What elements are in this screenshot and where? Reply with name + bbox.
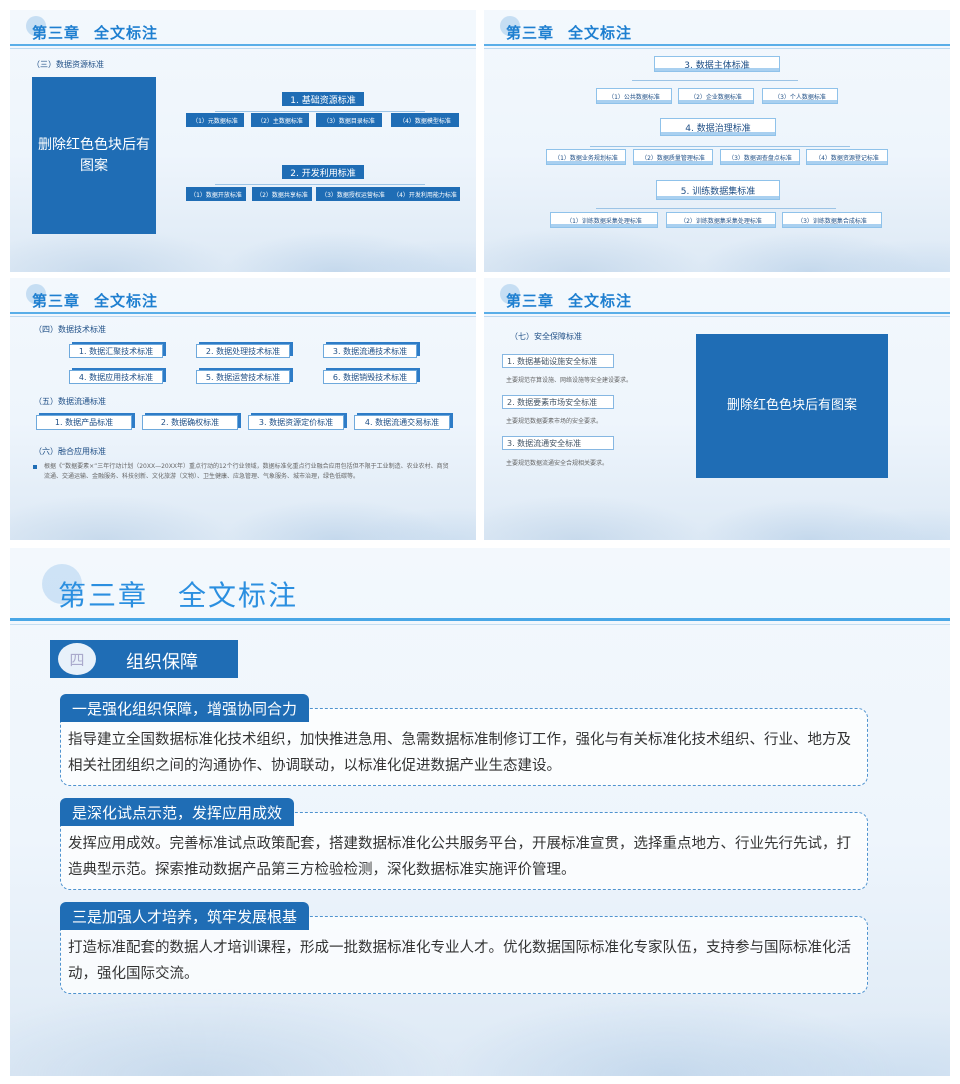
connector-line — [215, 184, 425, 185]
tech-standard-item: 1. 数据汇聚技术标准 — [69, 344, 163, 358]
standard-item: （3）数据目录标准 — [316, 113, 382, 127]
measure-tag: 是深化试点示范，发挥应用成效 — [60, 798, 295, 826]
title-underline — [484, 44, 950, 46]
connector-line — [215, 111, 425, 112]
title-underline — [10, 44, 476, 46]
section-heading: （五）数据流通标准 — [34, 397, 106, 406]
title-underline-thin — [10, 624, 950, 625]
security-note: 主要规范数据流通安全合规相关要求。 — [506, 460, 609, 467]
bullet-square — [33, 465, 37, 469]
slide-title: 第三章全文标注 — [506, 292, 633, 310]
security-note: 主要规范数据要素市场的安全要求。 — [506, 418, 603, 425]
security-note: 主要规范存算设施、网络设施等安全建设要求。 — [506, 377, 633, 384]
standard-item: （3）数据授权运营标准 — [316, 187, 390, 201]
section-heading: （七）安全保障标准 — [510, 332, 582, 341]
standard-item: （2）主数据标准 — [251, 113, 309, 127]
image-placeholder[interactable]: 删除红色色块后有图案 — [32, 77, 156, 234]
fusion-paragraph: 根据《“数据要素×”三年行动计划（20XX—20XX年）重点行动的12个行业领域… — [44, 463, 449, 481]
section-heading: （六）融合应用标准 — [34, 447, 106, 456]
flow-standard-item: 2. 数据确权标准 — [142, 415, 238, 430]
tech-standard-item: 6. 数据销毁技术标准 — [323, 370, 417, 384]
title-underline — [10, 618, 950, 621]
title-underline-thin — [484, 48, 950, 49]
slide-data-resource: 第三章全文标注 （三）数据资源标准 删除红色色块后有图案 1. 基础资源标准 （… — [10, 10, 476, 272]
group-title: 3. 数据主体标准 — [654, 56, 780, 72]
group-title: 5. 训练数据集标准 — [656, 180, 780, 200]
title-decoration — [26, 16, 46, 36]
flow-standard-item: 3. 数据资源定价标准 — [248, 415, 344, 430]
title-decoration — [500, 16, 520, 36]
tech-standard-item: 2. 数据处理技术标准 — [196, 344, 290, 358]
connector-line — [590, 146, 850, 147]
flow-standard-item: 4. 数据流通交易标准 — [354, 415, 450, 430]
title-underline-thin — [10, 316, 476, 317]
connector-line — [632, 80, 798, 81]
group-title: 1. 基础资源标准 — [282, 92, 364, 106]
measure-tag: 一是强化组织保障，增强协同合力 — [60, 694, 310, 722]
security-standard-item: 1. 数据基础设施安全标准 — [502, 354, 614, 368]
tech-standard-item: 3. 数据流通技术标准 — [323, 344, 417, 358]
tech-standard-item: 4. 数据应用技术标准 — [69, 370, 163, 384]
standard-item: （2）企业数据标准 — [678, 88, 754, 104]
slide-security: 第三章全文标注 （七）安全保障标准 1. 数据基础设施安全标准 主要规范存算设施… — [484, 278, 950, 540]
tech-standard-item: 5. 数据运营技术标准 — [196, 370, 290, 384]
title-underline — [484, 312, 950, 314]
title-decoration — [500, 284, 520, 304]
standard-item: （4）数据模型标准 — [391, 113, 459, 127]
section-number: 四 — [58, 643, 96, 675]
slide-data-subject: 第三章全文标注 3. 数据主体标准 （1）公共数据标准 （2）企业数据标准 （3… — [484, 10, 950, 272]
slide-title: 第三章全文标注 — [506, 24, 633, 42]
group-title: 2. 开发利用标准 — [282, 165, 364, 179]
title-underline — [10, 312, 476, 314]
slide-organization: 第三章全文标注 四 组织保障 一是强化组织保障，增强协同合力 指导建立全国数据标… — [10, 548, 950, 1076]
security-standard-item: 2. 数据要素市场安全标准 — [502, 395, 614, 409]
measure-text: 发挥应用成效。完善标准试点政策配套，搭建数据标准化公共服务平台，开展标准宣贯，选… — [68, 836, 851, 878]
measure-text: 指导建立全国数据标准化技术组织，加快推进急用、急需数据标准制修订工作，强化与有关… — [68, 732, 851, 774]
standard-item: （3）数据调查盘点标准 — [720, 149, 800, 165]
image-placeholder[interactable]: 删除红色色块后有图案 — [696, 334, 888, 478]
slide-data-technology: 第三章全文标注 （四）数据技术标准 1. 数据汇聚技术标准 2. 数据处理技术标… — [10, 278, 476, 540]
subtitle: （三）数据资源标准 — [32, 60, 104, 69]
slide-title: 第三章全文标注 — [58, 579, 299, 612]
standard-item: （3）训练数据集合成标准 — [782, 212, 882, 228]
connector-line — [596, 208, 836, 209]
standard-item: （1）元数据标准 — [186, 113, 244, 127]
measure-text: 打造标准配套的数据人才培训课程，形成一批数据标准化专业人才。优化数据国际标准化专… — [68, 940, 851, 982]
flow-standard-item: 1. 数据产品标准 — [36, 415, 132, 430]
standard-item: （4）数据资源登记标准 — [806, 149, 888, 165]
standard-item: （2）训练数据集采集处理标准 — [666, 212, 776, 228]
slide-title: 第三章全文标注 — [32, 24, 159, 42]
standard-item: （1）数据开放标准 — [186, 187, 246, 201]
standard-item: （2）数据质量管理标准 — [633, 149, 713, 165]
standard-item: （3）个人数据标准 — [762, 88, 838, 104]
slide-title: 第三章全文标注 — [32, 292, 159, 310]
title-underline-thin — [10, 48, 476, 49]
title-decoration — [42, 564, 82, 604]
section-heading: （四）数据技术标准 — [34, 325, 106, 334]
standard-item: （1）公共数据标准 — [596, 88, 672, 104]
standard-item: （1）训练数据采集处理标准 — [550, 212, 658, 228]
section-name: 组织保障 — [126, 652, 198, 673]
standard-item: （4）开发利用能力标准 — [390, 187, 460, 201]
security-standard-item: 3. 数据流通安全标准 — [502, 436, 614, 450]
group-title: 4. 数据治理标准 — [660, 118, 776, 136]
standard-item: （1）数据业务规划标准 — [546, 149, 626, 165]
standard-item: （2）数据共享标准 — [252, 187, 312, 201]
title-underline-thin — [484, 316, 950, 317]
title-decoration — [26, 284, 46, 304]
measure-tag: 三是加强人才培养，筑牢发展根基 — [60, 902, 310, 930]
